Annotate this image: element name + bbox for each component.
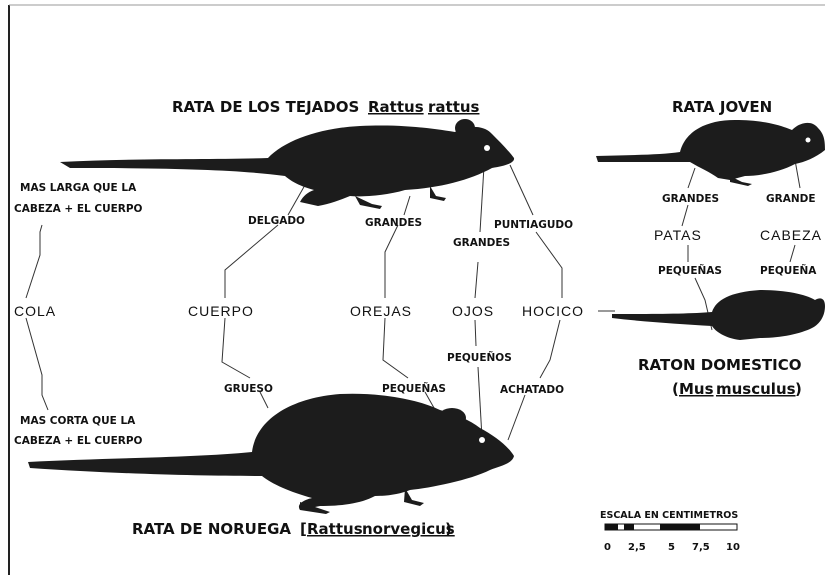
- feature-cuerpo: CUERPO: [188, 303, 254, 319]
- norway-rat-eye: [479, 437, 485, 443]
- scale-tick-label: 5: [668, 542, 675, 553]
- mouse-bracket-close: ): [795, 380, 802, 398]
- ears-rat-connector: [403, 195, 411, 216]
- scale-bar-seg: [605, 524, 618, 530]
- snout-norway-connector: [507, 394, 526, 441]
- scale-tick-label: 10: [726, 542, 740, 553]
- roof-tail-trait-line1: MAS LARGA QUE LA: [20, 182, 137, 194]
- head-young-connector: [794, 159, 801, 189]
- feature-orejas: OREJAS: [350, 303, 412, 319]
- norway-rat-title: RATA DE NORUEGA: [132, 520, 291, 538]
- norway-tail-trait-line2: CABEZA + EL CUERPO: [14, 435, 143, 447]
- young-rat-silhouette: [596, 120, 825, 186]
- tail-bottom-connector: [25, 317, 49, 411]
- roof-eyes-trait: GRANDES: [453, 237, 510, 249]
- mouse-head-trait: PEQUEÑA: [760, 264, 817, 277]
- young-feet-trait: GRANDES: [662, 193, 719, 205]
- norway-bracket-close: ): [445, 520, 452, 538]
- connector-lines: [25, 149, 801, 441]
- mouse-bracket-open: (: [672, 380, 679, 398]
- feature-ojos: OJOS: [452, 303, 494, 319]
- body-bottom-connector: [221, 317, 251, 379]
- scale-tick-label: 2,5: [628, 542, 646, 553]
- mouse-feet-trait: PEQUEÑAS: [658, 264, 722, 277]
- snout-bottom-connector: [539, 319, 561, 379]
- ears-top-connector: [384, 224, 399, 298]
- norway-rat-genus: Rattus: [307, 520, 363, 538]
- norway-eyes-trait: PEQUEÑOS: [447, 351, 512, 364]
- scale-title: ESCALA EN CENTIMETROS: [600, 510, 738, 521]
- roof-tail-trait-line2: CABEZA + EL CUERPO: [14, 203, 143, 215]
- scale-bar: ESCALA EN CENTIMETROS 0 2,5 5 7,5 10: [600, 510, 740, 553]
- roof-snout-trait: PUNTIAGUDO: [494, 219, 573, 231]
- roof-rat-eye: [484, 145, 490, 151]
- scale-tick-label: 0: [604, 542, 611, 553]
- ears-bottom-connector: [382, 317, 409, 379]
- tail-top-connector: [25, 224, 43, 299]
- mouse-genus: Mus: [679, 380, 714, 398]
- roof-rat-silhouette: [60, 119, 515, 209]
- eyes-top-connector: [474, 261, 479, 299]
- norway-body-trait: GRUESO: [224, 383, 273, 395]
- scale-bar-seg: [660, 524, 700, 530]
- feet-young-connector: [687, 167, 696, 189]
- head-mouse-connector: [789, 244, 796, 263]
- feature-patas: PATAS: [654, 227, 702, 243]
- norway-rat-species: norvegicus: [362, 520, 455, 538]
- norway-rat-silhouette: [28, 393, 514, 514]
- feature-cabeza: CABEZA: [760, 227, 822, 243]
- eyes-bottom-connector: [474, 319, 477, 347]
- roof-body-trait: DELGADO: [248, 215, 305, 227]
- body-rat-connector: [287, 184, 306, 216]
- house-mouse-title: RATON DOMESTICO: [638, 356, 802, 374]
- young-rat-eye: [805, 137, 811, 143]
- body-top-connector: [224, 224, 279, 298]
- body-norway-connector: [259, 391, 269, 409]
- roof-rat-species: rattus: [428, 98, 480, 116]
- feet-top-connector: [681, 204, 689, 227]
- feature-hocico: HOCICO: [522, 303, 584, 319]
- mouse-species: musculus: [716, 380, 796, 398]
- roof-ears-trait: GRANDES: [365, 217, 422, 229]
- young-rat-title: RATA JOVEN: [672, 98, 772, 116]
- norway-bracket-open: [: [300, 520, 307, 538]
- roof-rat-title: RATA DE LOS TEJADOS: [172, 98, 359, 116]
- roof-rat-genus: Rattus: [368, 98, 424, 116]
- house-mouse-silhouette: [612, 290, 825, 340]
- snout-rat-connector: [509, 164, 534, 216]
- feature-cola: COLA: [14, 303, 56, 319]
- norway-tail-trait-line1: MAS CORTA QUE LA: [20, 415, 136, 427]
- snout-top-connector: [535, 231, 563, 298]
- eyes-norway-connector: [477, 366, 483, 439]
- norway-ears-trait: PEQUEÑAS: [382, 382, 446, 395]
- scale-tick-label: 7,5: [692, 542, 710, 553]
- young-head-trait: GRANDE: [766, 193, 816, 205]
- scale-bar-seg: [624, 524, 634, 530]
- norway-snout-trait: ACHATADO: [500, 384, 564, 396]
